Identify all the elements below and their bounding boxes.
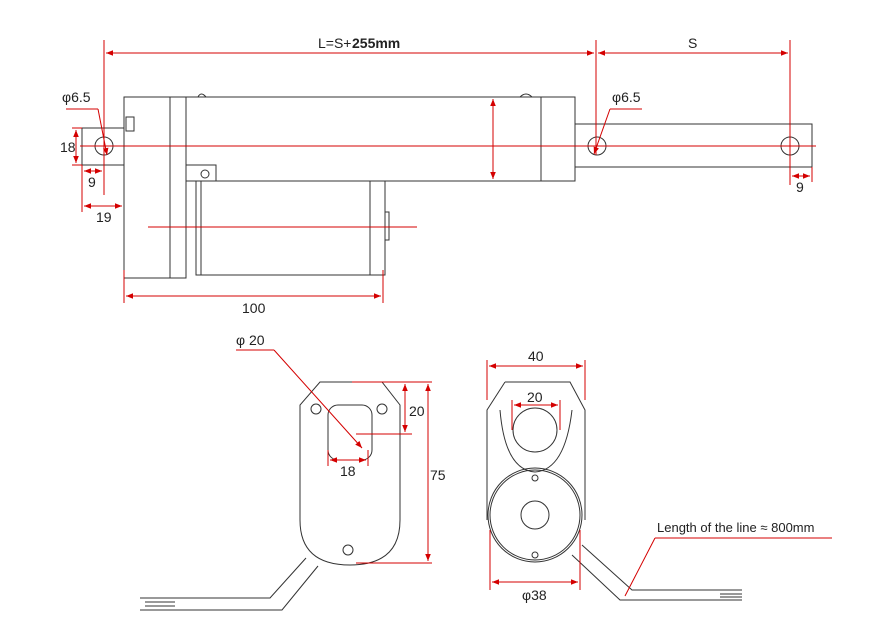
cable-left (140, 557, 319, 611)
u-ring (499, 409, 573, 473)
rear-hole-offset-dim: 9 (88, 174, 96, 190)
length-value: 255mm (352, 35, 400, 51)
width-dim: 40 (528, 348, 544, 364)
inner-dia-dim: 20 (527, 389, 543, 405)
stroke-label: S (688, 35, 697, 51)
motor-body (195, 180, 386, 276)
cable-length-note: Length of the line ≈ 800mm (657, 520, 814, 535)
length-formula: L=S+ (318, 35, 351, 51)
front-hole-dia: φ6.5 (612, 89, 641, 105)
gearbox-housing (123, 96, 171, 279)
motor-length-dim: 100 (242, 300, 266, 316)
actuator-side-view: φ 20 20 75 18 (140, 332, 446, 611)
motor-face (487, 467, 583, 563)
tube-end-cap (540, 96, 576, 182)
bracket-height-dim: 18 (60, 139, 76, 155)
shaft-hole-dia: φ 20 (236, 332, 265, 348)
slot-width-dim: 18 (340, 463, 356, 479)
end-housing (486, 381, 586, 520)
outer-tube (185, 96, 576, 182)
motor-dia-dim: φ38 (522, 587, 547, 603)
screw-icon (200, 169, 210, 179)
rear-hole-dia: φ6.5 (62, 89, 91, 105)
hole-depth-dim: 20 (409, 403, 425, 419)
height-dim: 75 (430, 467, 446, 483)
mounting-flange (169, 96, 187, 279)
bracket-length-dim: 19 (96, 209, 112, 225)
front-hole-offset-dim: 9 (796, 179, 804, 195)
side-housing (299, 381, 401, 566)
actuator-end-view: 40 20 φ38 Length of the line ≈ 800mm (486, 348, 832, 603)
actuator-top-view: L=S+ 255mm S φ6.5 φ6.5 18 9 19 100 9 (60, 35, 816, 316)
inner-bore (512, 407, 558, 453)
shaft-center (520, 500, 550, 530)
slot (327, 404, 373, 461)
cable-right (571, 544, 742, 601)
